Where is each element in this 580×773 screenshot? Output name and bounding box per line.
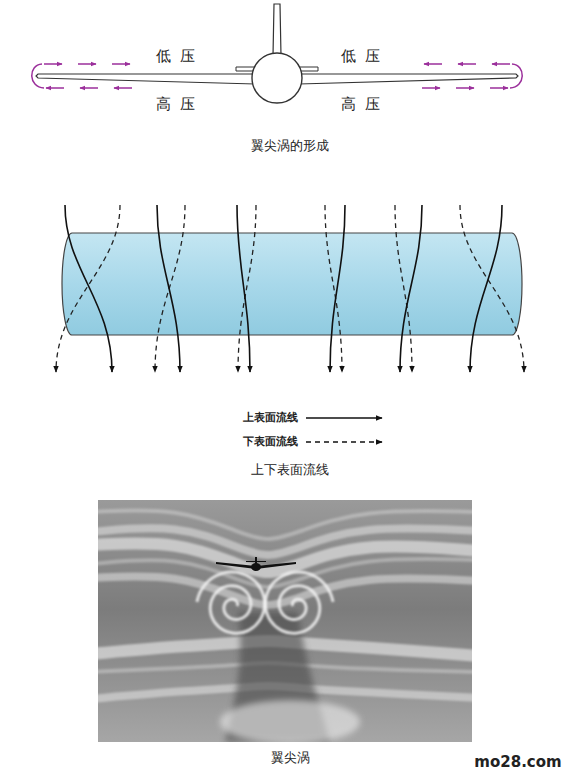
pressure-label: 高压 xyxy=(341,95,389,113)
upper-streamline xyxy=(330,205,345,372)
bright-smoke xyxy=(220,700,360,742)
lower-streamline xyxy=(56,205,120,372)
lower-streamline xyxy=(325,205,342,372)
flow-arrow xyxy=(78,63,96,65)
vortex-photo xyxy=(98,500,472,742)
watermark: mo28.com xyxy=(474,753,561,771)
vortex-spirals xyxy=(197,572,333,633)
legend-arrow xyxy=(306,417,382,418)
legend-row: 上表面流线 xyxy=(243,410,386,425)
legend-row: 下表面流线 xyxy=(243,434,386,449)
vortex-spiral xyxy=(265,572,333,633)
pressure-label: 高压 xyxy=(156,95,204,113)
legend-text: 下表面流线 xyxy=(243,434,298,449)
fuselage xyxy=(252,53,302,103)
figure-caption: 翼尖涡的形成 xyxy=(251,138,329,154)
flow-arrow xyxy=(458,63,476,65)
upper-streamline xyxy=(237,205,250,372)
flow-arrow xyxy=(80,87,98,89)
pressure-label: 低压 xyxy=(156,47,204,65)
left-wing xyxy=(36,74,255,84)
tip-curl xyxy=(510,64,522,88)
lower-streamline xyxy=(155,205,185,372)
vortex-spiral xyxy=(197,572,265,633)
legend-line-sample xyxy=(304,412,386,424)
flow-arrow xyxy=(456,87,474,89)
tail-fin xyxy=(273,4,281,56)
upper-streamline xyxy=(400,205,422,372)
flow-arrow xyxy=(114,87,132,89)
flow-arrow xyxy=(490,87,508,89)
figure-caption: 翼尖涡 xyxy=(271,750,310,766)
pressure-flow-arrows xyxy=(32,64,523,88)
figure-caption: 上下表面流线 xyxy=(251,462,329,478)
legend-line-sample xyxy=(304,436,386,448)
legend-text: 上表面流线 xyxy=(243,410,298,425)
upper-streamline xyxy=(65,205,112,372)
lower-streamline xyxy=(460,205,524,372)
flow-arrow xyxy=(422,87,440,89)
right-wing xyxy=(299,74,518,84)
lower-streamline xyxy=(395,205,412,372)
airplane-front-view xyxy=(36,4,518,103)
lower-streamline xyxy=(238,205,256,372)
flow-arrow xyxy=(112,63,130,65)
flow-arrow xyxy=(492,63,510,65)
airplane-silhouette xyxy=(216,557,296,571)
upper-streamline xyxy=(470,205,502,372)
tip-curl xyxy=(32,64,44,88)
legend-arrow xyxy=(306,441,382,442)
streamlines xyxy=(56,205,524,372)
wing-planform xyxy=(62,233,522,335)
upper-streamline xyxy=(157,205,180,372)
flow-arrow xyxy=(424,63,442,65)
smoke-band xyxy=(98,559,472,587)
flow-arrow xyxy=(46,87,64,89)
flow-arrow xyxy=(44,63,62,65)
pressure-label: 低压 xyxy=(341,47,389,65)
